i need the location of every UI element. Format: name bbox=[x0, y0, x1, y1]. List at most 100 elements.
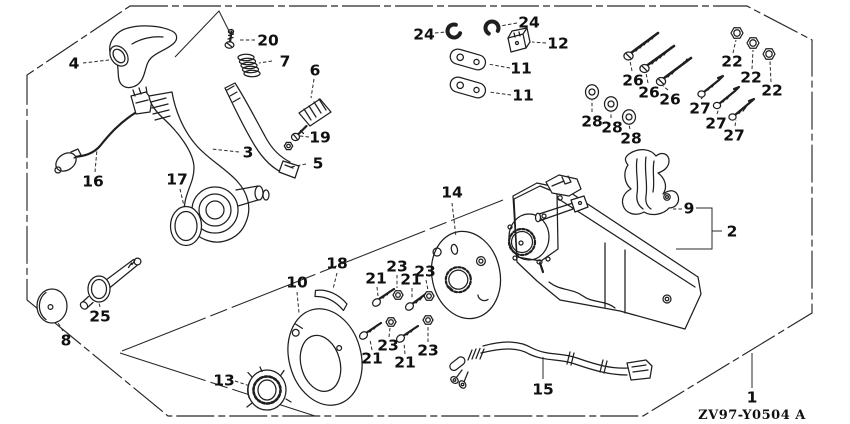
part-label-22: 22 bbox=[761, 82, 783, 100]
leader-line-part-11 bbox=[488, 91, 512, 96]
part-20-set-screw bbox=[224, 28, 235, 49]
part-label-16: 16 bbox=[82, 173, 104, 191]
part-label-12: 12 bbox=[547, 35, 569, 53]
part-label-23: 23 bbox=[414, 263, 436, 281]
part-18-friction-strip bbox=[314, 289, 348, 312]
part-label-4: 4 bbox=[69, 55, 80, 73]
leader-line-part-5 bbox=[290, 163, 307, 168]
part-label-1: 1 bbox=[747, 389, 758, 407]
part-label-2: 2 bbox=[727, 223, 738, 241]
part-22-nuts bbox=[730, 27, 776, 60]
part-2-housing bbox=[507, 174, 702, 330]
leader-line-part-19 bbox=[299, 135, 310, 138]
part-11-clamp-lower bbox=[449, 76, 487, 99]
part-17-o-ring bbox=[169, 205, 203, 247]
leader-line-part-18 bbox=[332, 272, 338, 290]
diagram-code: ZV97-Y0504 A bbox=[698, 408, 806, 423]
part-7-spring bbox=[237, 53, 261, 78]
part-15-wire-harness bbox=[449, 341, 653, 389]
part-label-27: 27 bbox=[723, 127, 745, 145]
leader-line-part-24 bbox=[499, 22, 518, 27]
part-label-15: 15 bbox=[532, 381, 554, 399]
part-label-13: 13 bbox=[213, 372, 235, 390]
part-label-6: 6 bbox=[310, 62, 321, 80]
leader-line-part-21 bbox=[403, 342, 406, 355]
part-11-clamp-upper bbox=[449, 48, 487, 71]
part-label-26: 26 bbox=[622, 72, 644, 90]
leader-line-part-14 bbox=[451, 202, 457, 238]
part-23-nuts bbox=[385, 290, 435, 327]
leader-line-part-24 bbox=[434, 31, 447, 34]
part-3-control-lever bbox=[148, 91, 270, 243]
part-27-screws bbox=[697, 74, 756, 121]
leader-line-part-2 bbox=[676, 207, 713, 250]
part-label-18: 18 bbox=[326, 255, 348, 273]
part-12-cushion-block bbox=[507, 27, 531, 53]
construction-lines bbox=[119, 10, 504, 417]
leader-line-part-25 bbox=[98, 302, 101, 308]
leader-line-part-4 bbox=[82, 59, 110, 64]
part-label-24: 24 bbox=[518, 14, 540, 32]
leader-line-part-3 bbox=[211, 148, 240, 153]
part-label-27: 27 bbox=[689, 100, 711, 118]
leader-line-part-21 bbox=[369, 339, 373, 351]
leader-line-part-8 bbox=[56, 320, 64, 332]
leader-line-part-23 bbox=[388, 327, 391, 338]
part-label-22: 22 bbox=[721, 53, 743, 71]
part-14-mount-plate bbox=[430, 230, 502, 320]
part-label-21: 21 bbox=[361, 350, 383, 368]
part-label-20: 20 bbox=[257, 32, 279, 50]
part-label-21: 21 bbox=[365, 270, 387, 288]
leader-line-part-10 bbox=[296, 291, 300, 314]
part-8-cap-disc bbox=[36, 288, 68, 324]
part-label-9: 9 bbox=[684, 200, 695, 218]
part-9-bracket bbox=[621, 149, 680, 216]
part-label-8: 8 bbox=[61, 332, 72, 350]
part-label-21: 21 bbox=[394, 354, 416, 372]
part-13-ring-gear bbox=[246, 366, 292, 411]
leader-line-part-26 bbox=[662, 85, 669, 91]
leader-line-part-28 bbox=[628, 124, 631, 130]
part-21-screws bbox=[358, 287, 429, 343]
part-label-27: 27 bbox=[705, 115, 727, 133]
part-label-26: 26 bbox=[638, 84, 660, 102]
part-24-c-clip-right bbox=[483, 19, 501, 37]
part-25-shaft bbox=[79, 257, 142, 310]
part-label-10: 10 bbox=[286, 274, 308, 292]
part-16-switch-harness bbox=[54, 86, 153, 174]
leader-line-part-22 bbox=[769, 60, 772, 83]
leader-line-part-6 bbox=[310, 78, 315, 99]
leader-line-part-27 bbox=[700, 96, 704, 100]
leader-line-part-27 bbox=[716, 107, 720, 115]
part-26-screws bbox=[623, 31, 693, 87]
part-6-grooved-plate bbox=[298, 98, 332, 127]
part-10-dial-plate bbox=[287, 308, 363, 406]
diagram-border bbox=[26, 5, 813, 417]
part-label-23: 23 bbox=[386, 258, 408, 276]
leader-line-part-13 bbox=[234, 380, 251, 387]
part-label-28: 28 bbox=[620, 130, 642, 148]
leader-line-part-12 bbox=[531, 41, 547, 44]
part-label-26: 26 bbox=[659, 91, 681, 109]
leader-line-part-21 bbox=[376, 286, 379, 297]
part-label-25: 25 bbox=[89, 308, 111, 326]
leader-line-part-22 bbox=[732, 39, 737, 54]
leader-line-part-16 bbox=[94, 148, 98, 173]
leader-line-part-26 bbox=[629, 60, 633, 72]
part-28-washers bbox=[584, 84, 637, 125]
leader-line-part-27 bbox=[734, 119, 737, 127]
part-4-handle-grip bbox=[109, 25, 178, 89]
part-label-7: 7 bbox=[280, 53, 291, 71]
leader-line-part-23 bbox=[425, 279, 429, 291]
part-label-17: 17 bbox=[166, 171, 188, 189]
part-24-c-clip-left bbox=[445, 22, 463, 40]
part-label-21: 21 bbox=[400, 271, 422, 289]
part-label-28: 28 bbox=[581, 113, 603, 131]
part-label-24: 24 bbox=[413, 26, 435, 44]
leader-line-part-17 bbox=[179, 188, 185, 207]
part-label-14: 14 bbox=[441, 184, 463, 202]
part-label-22: 22 bbox=[740, 69, 762, 87]
